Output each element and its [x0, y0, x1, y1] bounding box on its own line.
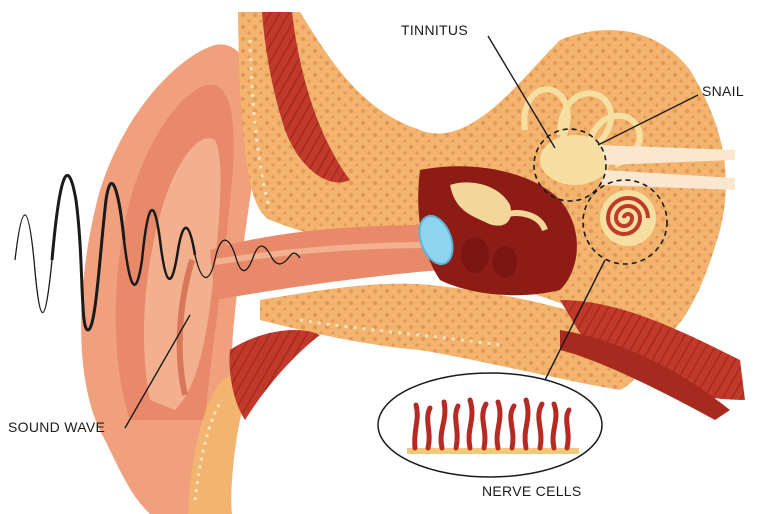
sound-wave-label: SOUND WAVE	[8, 419, 105, 435]
snail-label: SNAIL	[702, 83, 744, 99]
nerve-cells-label: NERVE CELLS	[482, 483, 582, 499]
tinnitus-label: TINNITUS	[401, 22, 468, 38]
nerve-cells-inset	[378, 373, 602, 477]
cochlea	[600, 190, 656, 246]
